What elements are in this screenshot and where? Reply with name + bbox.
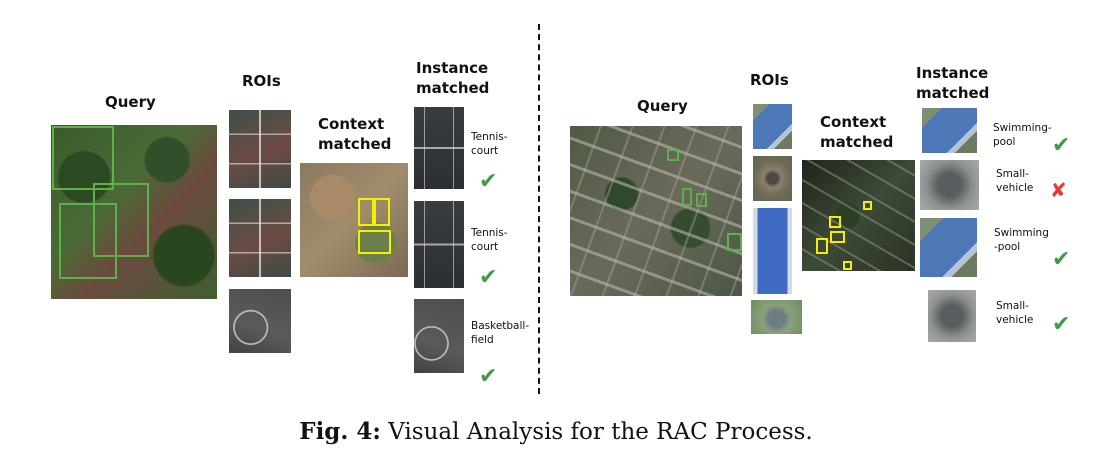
figure-caption-text: Visual Analysis for the RAC Process. xyxy=(388,419,813,445)
right-instance-label-2b: vehicle xyxy=(996,182,1034,194)
right-roi-box-4 xyxy=(727,233,742,251)
left-instance-label-2b: court xyxy=(471,241,499,253)
right-roi-image-3 xyxy=(753,208,792,294)
left-check-icon-1: ✔ xyxy=(479,169,498,194)
right-instance-label-3b: -pool xyxy=(994,241,1021,253)
left-context-box-3 xyxy=(358,230,391,254)
right-context-box-3 xyxy=(830,231,845,243)
left-instance-label-2a: Tennis- xyxy=(471,227,508,239)
right-instance-label-2a: Small- xyxy=(996,168,1029,180)
right-rois-title: ROIs xyxy=(750,71,789,89)
left-roi-box-2 xyxy=(93,183,149,257)
left-instance-label-1a: Tennis- xyxy=(471,131,508,143)
left-context-title-1: Context xyxy=(318,115,385,133)
left-instance-image-3 xyxy=(414,299,464,373)
left-roi-image-2 xyxy=(229,199,291,277)
right-instance-title-2: matched xyxy=(916,84,990,102)
right-instance-title-1: Instance xyxy=(916,64,989,82)
right-context-title-2: matched xyxy=(820,133,894,151)
left-check-icon-2: ✔ xyxy=(479,265,498,290)
right-instance-image-3 xyxy=(920,218,977,277)
right-instance-image-1 xyxy=(922,108,977,153)
left-context-box-2 xyxy=(374,198,390,226)
right-query-title: Query xyxy=(637,97,688,115)
left-context-box-1 xyxy=(358,198,374,226)
right-instance-image-4 xyxy=(928,290,976,342)
left-check-icon-3: ✔ xyxy=(479,364,498,389)
left-instance-label-1b: court xyxy=(471,145,499,157)
right-context-box-4 xyxy=(816,238,828,254)
right-instance-image-2 xyxy=(920,160,979,210)
figure-caption: Fig. 4: Visual Analysis for the RAC Proc… xyxy=(0,418,1112,445)
left-context-image xyxy=(300,163,408,277)
left-roi-box-3 xyxy=(59,203,117,279)
left-rois-title: ROIs xyxy=(242,72,281,90)
right-check-icon-4: ✔ xyxy=(1052,312,1071,337)
left-query-title: Query xyxy=(105,93,156,111)
left-instance-label-3a: Basketball- xyxy=(471,320,530,332)
right-context-title-1: Context xyxy=(820,113,887,131)
right-roi-box-3 xyxy=(696,193,707,207)
figure-caption-prefix: Fig. 4: xyxy=(299,418,381,445)
right-roi-image-1 xyxy=(753,104,792,149)
left-roi-image-1 xyxy=(229,110,291,188)
left-instance-label-3b: field xyxy=(471,334,494,346)
panel-divider xyxy=(538,24,540,394)
left-query-image xyxy=(51,125,217,299)
right-roi-image-2 xyxy=(753,156,792,201)
right-roi-box-1 xyxy=(667,149,679,161)
right-instance-label-4b: vehicle xyxy=(996,314,1034,326)
right-context-image xyxy=(802,160,915,271)
left-roi-image-3 xyxy=(229,289,291,353)
right-context-box-5 xyxy=(843,261,852,270)
left-instance-image-1 xyxy=(414,107,464,189)
right-query-image xyxy=(570,126,742,296)
right-cross-icon-2: ✘ xyxy=(1050,178,1067,202)
right-check-icon-3: ✔ xyxy=(1052,247,1071,272)
right-check-icon-1: ✔ xyxy=(1052,133,1071,158)
left-instance-image-2 xyxy=(414,201,464,288)
left-instance-title-2: matched xyxy=(416,79,490,97)
right-roi-box-2 xyxy=(682,188,692,206)
right-instance-label-3a: Swimming xyxy=(994,227,1049,239)
right-instance-label-1a: Swimming- xyxy=(993,122,1052,134)
right-roi-image-4 xyxy=(751,300,802,334)
right-instance-label-1b: pool xyxy=(993,136,1016,148)
right-instance-label-4a: Small- xyxy=(996,300,1029,312)
right-context-box-1 xyxy=(863,201,872,210)
left-context-title-2: matched xyxy=(318,135,392,153)
left-roi-box-1 xyxy=(52,126,114,190)
left-instance-title-1: Instance xyxy=(416,59,489,77)
right-context-box-2 xyxy=(829,216,841,228)
